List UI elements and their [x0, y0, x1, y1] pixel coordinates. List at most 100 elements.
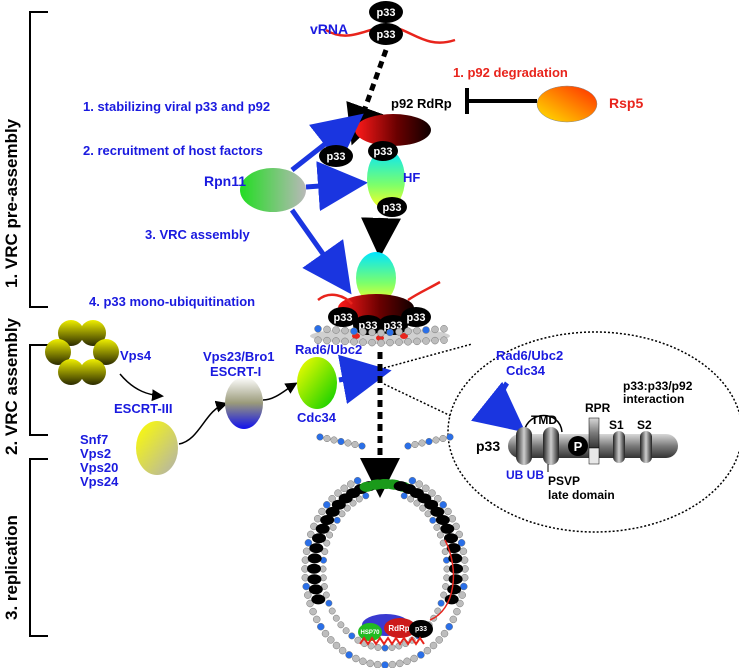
escrt3-to-escrt1-arrow [178, 400, 228, 445]
p33-membrane-bead [315, 523, 330, 534]
svg-text:RdRp: RdRp [388, 624, 409, 633]
membrane-bead [410, 654, 418, 663]
membrane-bead [439, 501, 447, 509]
membrane-bead [424, 510, 432, 518]
membrane-bead [314, 336, 322, 344]
vps2-label: Vps2 [80, 446, 111, 461]
membrane-bead [440, 629, 449, 638]
p33-membrane-bead [325, 506, 340, 517]
membrane-bead [327, 636, 335, 644]
vps4-ring [45, 320, 119, 385]
p33-hf-top: p33 [368, 141, 398, 161]
svg-text:p33: p33 [374, 146, 393, 158]
membrane-bead [453, 607, 461, 616]
membrane-bead [441, 548, 449, 556]
rpn11-label: Rpn11 [204, 173, 246, 189]
p33-membrane-bead [448, 574, 463, 585]
membrane-bead [415, 480, 423, 488]
membrane-bead [434, 494, 442, 503]
membrane-bead [342, 627, 350, 635]
membrane-bead [386, 328, 394, 337]
rad6-to-vrc-arrow [338, 354, 392, 404]
p33-membrane-bead [449, 563, 463, 574]
snf7-label: Snf7 [80, 432, 108, 447]
stage-label-pre-assembly: 1. VRC pre-assembly [2, 118, 21, 288]
p33-membrane-bead [331, 499, 346, 510]
stage-brackets [29, 11, 48, 637]
membrane-bead [358, 442, 366, 450]
membrane-bead [359, 657, 367, 666]
p33-membrane-bead [444, 594, 459, 605]
rad6-protein [297, 357, 337, 409]
membrane-bead [321, 548, 329, 556]
membrane-bead [350, 338, 358, 346]
membrane-bead [321, 629, 330, 638]
membrane-bead [413, 337, 421, 346]
p92-rdrp-label: p92 RdRp [391, 96, 452, 111]
membrane-bead [422, 484, 430, 493]
p33-top-2: p33 [369, 23, 403, 45]
escrt1-label: ESCRT-I [210, 364, 261, 379]
membrane-bead [322, 591, 330, 599]
p33-membrane-bead [307, 563, 321, 574]
step-vrc-assembly: 3. VRC assembly [145, 227, 251, 242]
membrane-bead [440, 591, 448, 599]
membrane-bead [448, 514, 457, 523]
inset-curved-arrow [470, 381, 526, 433]
membrane-bead [440, 325, 448, 333]
membrane-bead [330, 436, 338, 444]
membrane-bead [302, 582, 310, 591]
rpn11-protein [240, 168, 306, 212]
membrane-bead [373, 660, 382, 668]
membrane-bead [431, 325, 439, 334]
svg-text:HSP70: HSP70 [360, 630, 380, 636]
tmd-segment-2 [543, 427, 559, 465]
membrane-bead [354, 636, 362, 644]
membrane-bead [435, 636, 443, 644]
membrane-bead [377, 329, 385, 337]
membrane-bead [338, 646, 347, 655]
vrc-membrane-beads [314, 325, 448, 347]
step-recruitment: 2. recruitment of host factors [83, 143, 263, 158]
svg-text:p33: p33 [377, 29, 396, 41]
membrane-bead [340, 484, 348, 493]
membrane-bead [350, 327, 358, 335]
membrane-bead [444, 507, 452, 516]
membrane-bead [417, 651, 425, 659]
membrane-bead [449, 615, 458, 624]
membrane-bead [338, 510, 346, 518]
inset-p33-label: p33 [476, 438, 500, 454]
p33-membrane-bead [312, 533, 326, 544]
membrane-bead [328, 607, 336, 615]
membrane-bead [307, 530, 315, 539]
membrane-bead [332, 326, 340, 334]
membrane-bead [323, 501, 331, 509]
membrane-bead [345, 651, 353, 659]
membrane-bead [337, 437, 345, 446]
membrane-bead [428, 489, 436, 497]
membrane-bead [323, 434, 331, 443]
membrane-bead [326, 531, 334, 539]
membrane-bead [348, 632, 356, 640]
inset-interaction-1: p33:p33/p92 [623, 379, 693, 393]
step-stabilizing: 1. stabilizing viral p33 and p92 [83, 99, 270, 114]
escrt1-protein [225, 377, 263, 429]
membrane-bead [386, 338, 394, 347]
inset-psvp-label: PSVP [548, 474, 580, 488]
escrt3-protein [136, 421, 178, 475]
p33-free: p33 [319, 145, 353, 167]
membrane-bead [359, 328, 367, 336]
p33-membrane-bead [440, 523, 455, 534]
membrane-bead [418, 439, 426, 447]
membrane-bead [323, 539, 331, 547]
dashed-arrow-to-vrc [361, 217, 401, 258]
p33-membrane-bead [309, 543, 324, 554]
rpr-segment [588, 417, 600, 449]
vps4-label: Vps4 [120, 348, 152, 363]
svg-text:p33: p33 [415, 626, 427, 633]
inset-ub-label: UB UB [506, 468, 544, 482]
membrane-bead [437, 599, 445, 607]
membrane-bead [341, 326, 349, 335]
membrane-bead [355, 495, 363, 503]
membrane-bead [316, 433, 324, 441]
